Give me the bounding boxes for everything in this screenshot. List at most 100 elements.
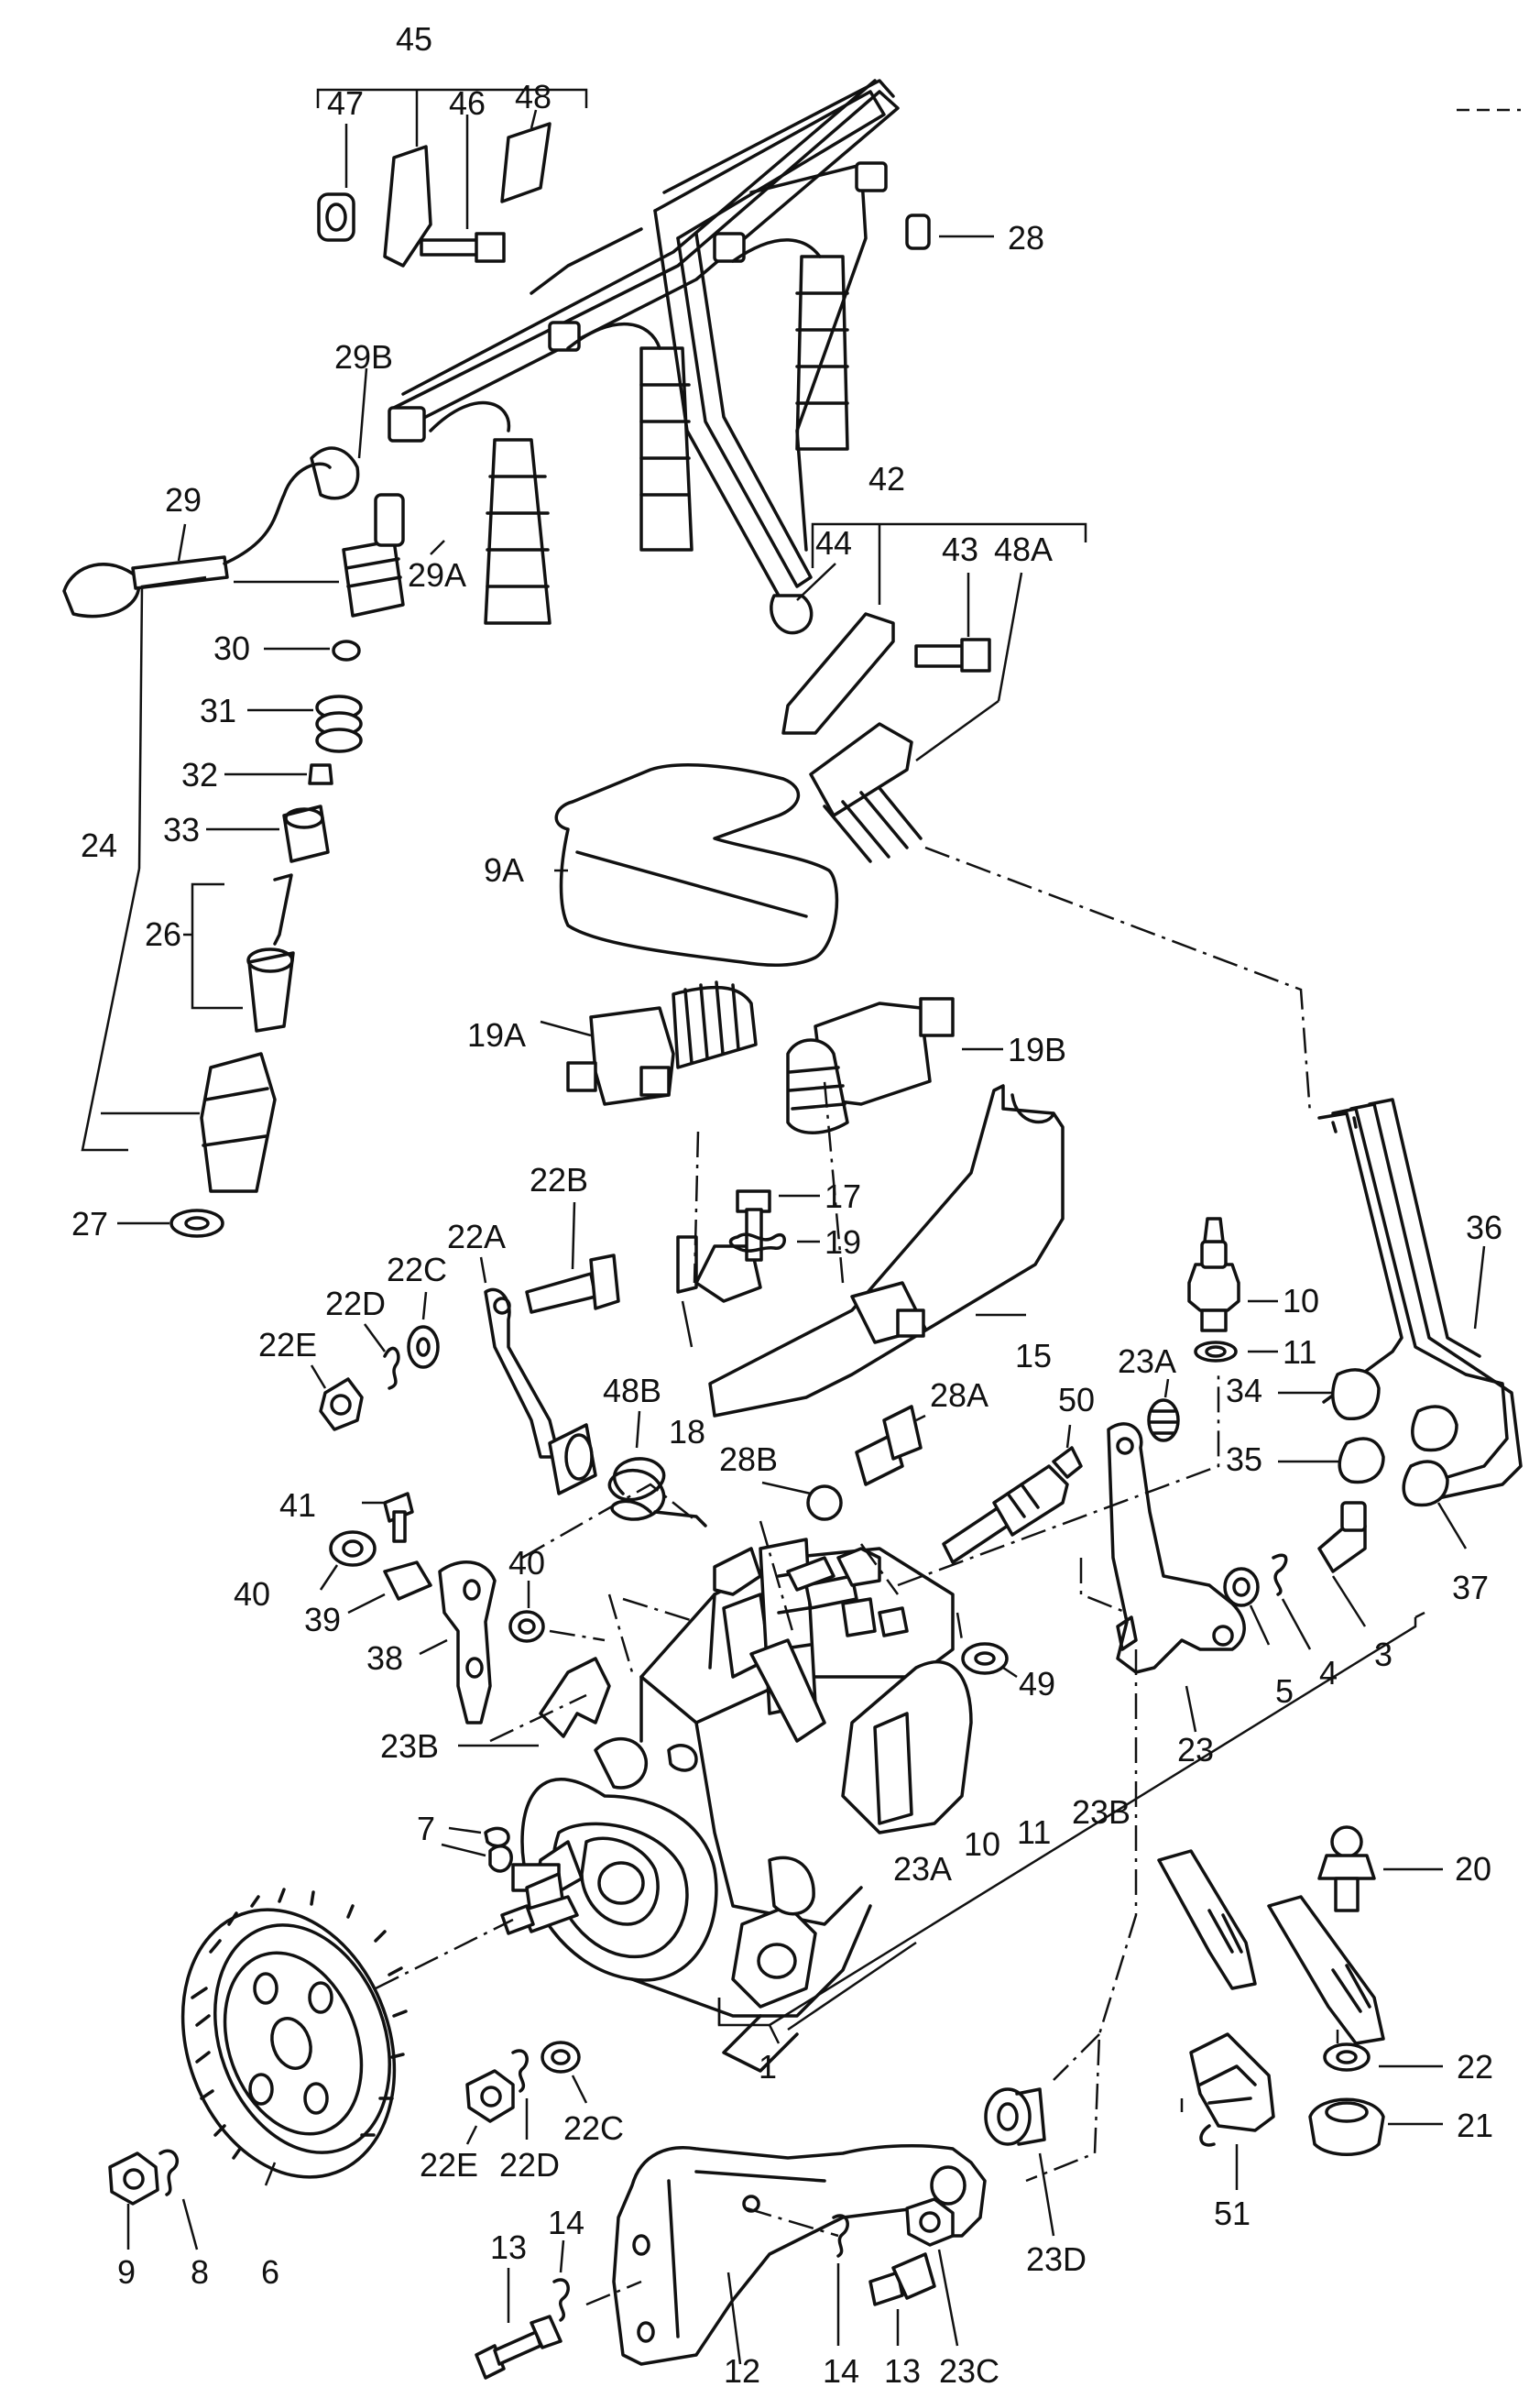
label-9A: 9A: [484, 851, 524, 889]
cover-9A: [554, 763, 839, 968]
nut-9: [108, 2149, 199, 2250]
label-51: 51: [1214, 2195, 1251, 2232]
label-50: 50: [1058, 1381, 1095, 1418]
bolt-17: [728, 1189, 820, 1262]
label-11: 11: [1283, 1333, 1316, 1371]
label-39: 39: [304, 1601, 341, 1638]
label-10: 10: [1283, 1282, 1319, 1319]
label-48A: 48A: [994, 531, 1053, 568]
part-labels: 45 47 46 48 28 29B 29 29A 42 44 43 48A 3…: [71, 20, 1502, 2387]
label-48B: 48B: [603, 1372, 661, 1409]
spring-48B: [607, 1410, 707, 1527]
bolts-13: [475, 2197, 959, 2380]
label-30: 30: [213, 630, 250, 667]
label-37: 37: [1452, 1569, 1489, 1606]
label-20: 20: [1455, 1850, 1491, 1888]
label-26: 26: [145, 915, 181, 953]
bracket-set-45: [316, 88, 994, 268]
label-19: 19: [825, 1223, 861, 1261]
label-13b: 13: [884, 2352, 921, 2387]
label-45: 45: [396, 20, 432, 58]
label-23Ab: 23A: [893, 1850, 952, 1888]
label-1: 1: [759, 2048, 777, 2086]
label-17: 17: [825, 1177, 861, 1215]
pump-shaft: [448, 1826, 579, 1935]
label-24: 24: [81, 827, 117, 864]
label-22A: 22A: [447, 1218, 506, 1255]
label-7: 7: [417, 1810, 435, 1847]
label-29: 29: [165, 481, 202, 519]
label-15: 15: [1015, 1337, 1052, 1374]
label-10b: 10: [964, 1825, 1000, 1863]
label-18: 18: [669, 1413, 705, 1451]
pulley-6: [180, 1888, 514, 2186]
lever-parts: [319, 1492, 611, 1873]
label-22Cb: 22C: [563, 2109, 624, 2147]
label-32: 32: [181, 756, 218, 794]
bracket-set-42: [770, 522, 1087, 863]
label-22B: 22B: [530, 1161, 588, 1199]
label-14a: 14: [548, 2204, 584, 2241]
label-14b: 14: [823, 2352, 859, 2387]
solenoid-19B: [786, 997, 1003, 1134]
label-3: 3: [1374, 1636, 1393, 1673]
label-36: 36: [1466, 1209, 1502, 1246]
label-23C: 23C: [939, 2352, 999, 2387]
sleeve-23D: [984, 2087, 1055, 2237]
fuel-pipes: [1278, 1098, 1523, 1549]
fittings: [761, 1405, 1083, 1679]
label-23: 23: [1177, 1731, 1214, 1768]
bracket-12: [612, 2143, 987, 2366]
injector-24: [81, 493, 445, 1238]
label-23Bb: 23B: [1072, 1793, 1130, 1831]
label-35: 35: [1226, 1440, 1262, 1478]
label-28B: 28B: [719, 1440, 778, 1478]
injection-pump: [511, 1538, 973, 2073]
solenoid-19A: [540, 980, 758, 1106]
label-22D: 22D: [325, 1285, 386, 1322]
label-40a: 40: [234, 1575, 270, 1613]
label-31: 31: [200, 692, 236, 729]
label-28A: 28A: [930, 1376, 988, 1414]
label-43: 43: [942, 531, 978, 568]
label-22Eb: 22E: [420, 2146, 478, 2184]
leak-off-hose: [62, 367, 368, 619]
label-11b: 11: [1017, 1813, 1051, 1851]
label-13a: 13: [490, 2228, 527, 2266]
reference-lines: [489, 846, 1425, 2183]
label-22Db: 22D: [499, 2146, 560, 2184]
label-34: 34: [1226, 1372, 1262, 1409]
label-22: 22: [1457, 2048, 1493, 2086]
label-40b: 40: [508, 1544, 545, 1582]
label-23B: 23B: [380, 1727, 439, 1765]
label-22E: 22E: [258, 1326, 317, 1363]
label-28: 28: [1008, 219, 1044, 257]
label-38: 38: [366, 1639, 403, 1677]
bracket-15: [676, 1084, 1065, 1418]
label-22C: 22C: [387, 1251, 447, 1288]
label-33: 33: [163, 811, 200, 849]
label-46: 46: [449, 84, 486, 122]
label-23A: 23A: [1118, 1342, 1176, 1380]
label-41: 41: [279, 1486, 316, 1524]
label-12: 12: [724, 2352, 760, 2387]
label-21: 21: [1457, 2107, 1493, 2144]
label-29A: 29A: [408, 556, 466, 594]
label-8: 8: [191, 2253, 209, 2291]
label-4: 4: [1319, 1654, 1338, 1692]
throttle-linkage: [1157, 1825, 1443, 2190]
label-44: 44: [815, 524, 852, 562]
label-49: 49: [1019, 1665, 1055, 1703]
label-19A: 19A: [467, 1016, 526, 1054]
label-5: 5: [1275, 1672, 1294, 1710]
label-48: 48: [515, 78, 552, 115]
label-29B: 29B: [334, 338, 393, 376]
label-23D: 23D: [1026, 2240, 1087, 2278]
bracket-23: [1107, 1378, 1367, 1733]
label-42: 42: [868, 460, 905, 498]
label-47: 47: [327, 84, 364, 122]
label-19B: 19B: [1008, 1031, 1066, 1068]
injector-pipe-set: [388, 79, 900, 597]
